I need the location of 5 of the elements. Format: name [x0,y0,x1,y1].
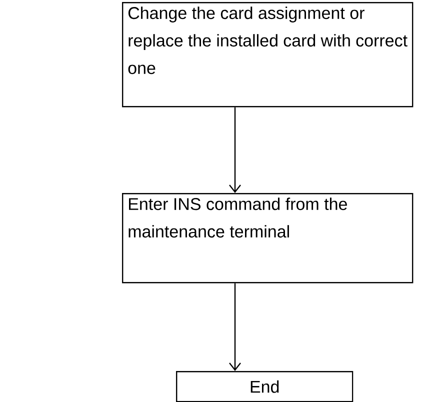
arrow [229,362,241,371]
process-box: Change the card assignment or replace the installed card with correct one [122,2,414,108]
process-box: End [176,371,354,402]
process-box: Enter INS command from the maintenance terminal [122,193,414,284]
arrow [229,184,241,193]
